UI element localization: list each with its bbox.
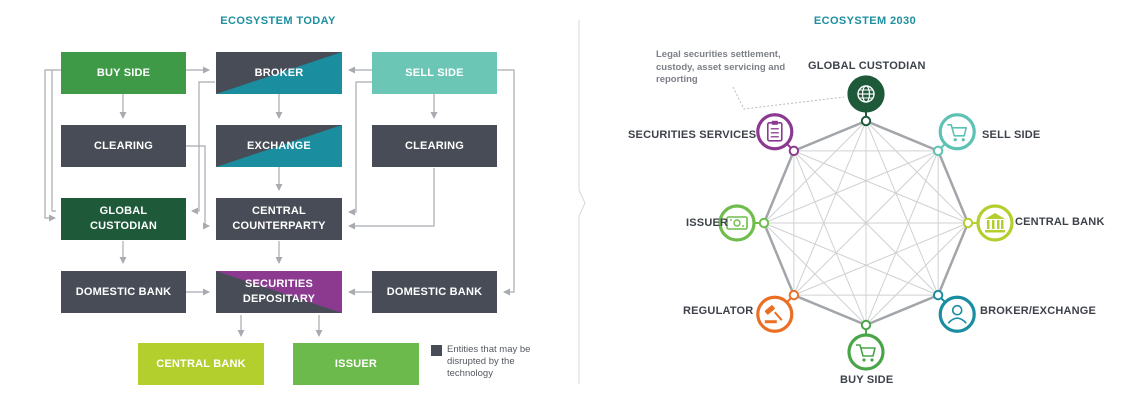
flow-connectors [44, 66, 515, 337]
node-circle-securities-services [756, 113, 794, 151]
central-counterparty-label: CENTRAL COUNTERPARTY [232, 205, 326, 232]
sell-side-box: SELL SIDE [372, 52, 497, 94]
node-dot-central-bank [962, 217, 974, 229]
clearing-left-label: CLEARING [93, 139, 154, 152]
mesh-line [865, 150, 939, 326]
legend-text: Entities that may be disrupted by the te… [447, 344, 531, 379]
domestic-bank-right-box: DOMESTIC BANK [372, 271, 497, 313]
label-regulator: REGULATOR [683, 305, 754, 317]
node-circle-regulator [756, 295, 794, 333]
node-circle-buy-side [847, 333, 885, 371]
label-broker-exchange: BROKER/EXCHANGE [980, 305, 1097, 317]
label-global-custodian: GLOBAL CUSTODIAN [808, 60, 926, 72]
domestic-bank-left-label: DOMESTIC BANK [75, 285, 172, 298]
buy-side-box: BUY SIDE [61, 52, 186, 94]
label-sell-side: SELL SIDE [982, 129, 1041, 141]
mesh-line [793, 150, 939, 296]
globe-icon [857, 85, 875, 103]
securities-depositary-box: SECURITIES DEPOSITARY [216, 271, 342, 313]
node-dot-issuer [758, 217, 770, 229]
node-dot-regulator [788, 289, 800, 301]
issuer-label: ISSUER [334, 357, 378, 370]
ecosystem-2030-title: ECOSYSTEM 2030 [813, 15, 917, 27]
clearing-right-label: CLEARING [404, 139, 465, 152]
node-dot-broker-exchange [932, 289, 944, 301]
cart-icon [947, 123, 968, 142]
buy-side-label: BUY SIDE [96, 66, 151, 79]
mesh-line [763, 222, 939, 296]
label-issuer: ISSUER [686, 217, 729, 229]
clearing-left-box: CLEARING [61, 125, 186, 167]
note-pointer [732, 86, 845, 110]
global-custodian-box: GLOBAL CUSTODIAN [61, 198, 186, 240]
securities-depositary-label: SECURITIES DEPOSITARY [242, 278, 316, 305]
domestic-bank-left-box: DOMESTIC BANK [61, 271, 186, 313]
custodian-note: Legal securities settlement, custody, as… [656, 49, 786, 85]
label-central-bank: CENTRAL BANK [1015, 216, 1105, 228]
mesh-line [793, 222, 969, 296]
broker-box: BROKER [216, 52, 342, 94]
ecosystem-today-title: ECOSYSTEM TODAY [220, 15, 336, 27]
label-securities-services: SECURITIES SERVICES [628, 129, 757, 141]
gavel-icon [764, 305, 783, 324]
person-icon [947, 304, 967, 324]
mesh-line [763, 150, 939, 224]
node-dot-buy-side [860, 319, 872, 331]
exchange-box: EXCHANGE [216, 125, 342, 167]
node-circle-sell-side [938, 113, 976, 151]
central-counterparty-box: CENTRAL COUNTERPARTY [216, 198, 342, 240]
clipboard-icon [766, 120, 783, 142]
exchange-label: EXCHANGE [247, 139, 311, 152]
cart-icon [856, 344, 876, 362]
node-dot-securities-services [788, 145, 800, 157]
node-dot-sell-side [932, 145, 944, 157]
mesh-line [763, 222, 867, 326]
domestic-bank-right-label: DOMESTIC BANK [386, 285, 483, 298]
global-custodian-label: GLOBAL CUSTODIAN [90, 205, 157, 232]
node-circle-issuer [718, 204, 756, 242]
mesh-line [793, 120, 867, 296]
broker-label: BROKER [254, 66, 304, 79]
mesh-line [865, 120, 939, 296]
bank-icon [985, 213, 1005, 233]
central-bank-label: CENTRAL BANK [156, 357, 246, 370]
money-icon [726, 216, 748, 230]
node-circle-central-bank [976, 204, 1014, 242]
mesh-line [793, 150, 867, 326]
mesh-line [793, 150, 969, 224]
sell-side-label: SELL SIDE [405, 66, 464, 79]
clearing-right-box: CLEARING [372, 125, 497, 167]
issuer-box: ISSUER [293, 343, 419, 385]
node-dot-global-custodian [860, 115, 872, 127]
label-buy-side: BUY SIDE [840, 374, 894, 386]
legend-swatch [431, 345, 442, 356]
central-bank-box: CENTRAL BANK [138, 343, 264, 385]
